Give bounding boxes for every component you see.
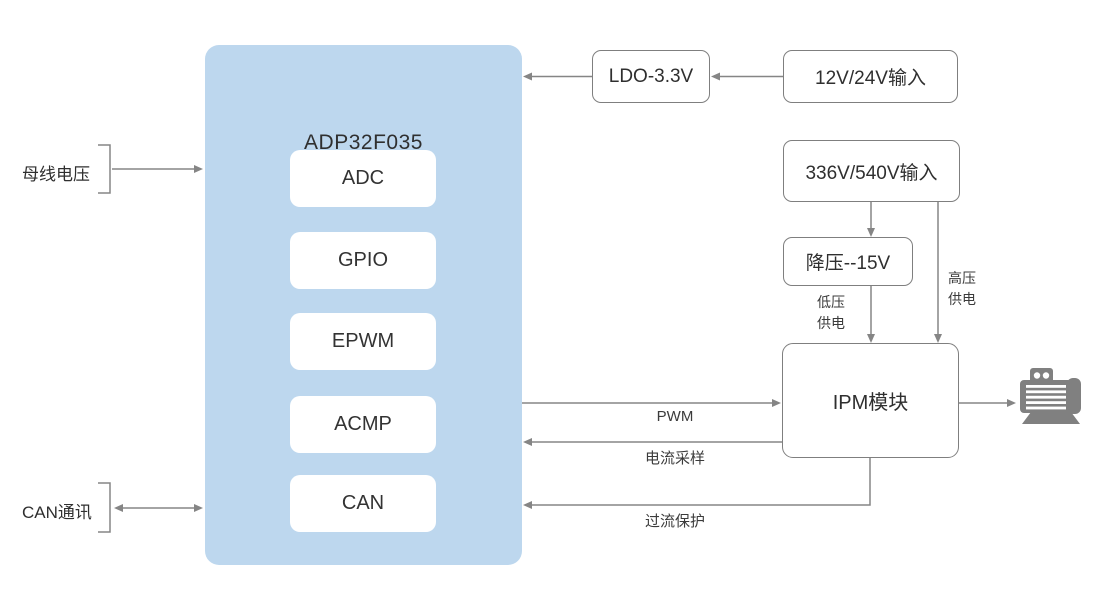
arrow-ldo-to-mcu [523, 72, 592, 81]
peripheral-acmp: ACMP [290, 396, 436, 453]
low-voltage-supply-line2: 供电 [817, 315, 845, 331]
motor-icon [1020, 368, 1081, 424]
bus-voltage-bracket [98, 144, 111, 194]
low-voltage-supply-label: 低压 供电 [817, 292, 845, 334]
arrow-336v-to-buck [867, 202, 875, 237]
peripheral-can: CAN [290, 475, 436, 532]
input-336v-540v-node: 336V/540V输入 [783, 140, 960, 202]
peripheral-epwm: EPWM [290, 313, 436, 370]
input-12v-24v-node: 12V/24V输入 [783, 50, 958, 103]
pwm-label: PWM [656, 408, 694, 425]
buck-converter-node: 降压--15V [783, 237, 913, 286]
mcu-title: ADP32F035 [304, 131, 423, 154]
high-voltage-supply-line2: 供电 [948, 291, 976, 307]
peripheral-gpio: GPIO [290, 232, 436, 289]
high-voltage-supply-label: 高压 供电 [948, 268, 976, 310]
arrow-ipm-to-motor [959, 399, 1016, 407]
ldo-node: LDO-3.3V [592, 50, 710, 103]
can-bracket [98, 482, 111, 533]
high-voltage-supply-line1: 高压 [948, 270, 976, 286]
arrow-pwm [522, 399, 781, 407]
arrow-buck-to-ipm [867, 286, 875, 343]
can-comm-label: CAN通讯 [22, 503, 92, 522]
low-voltage-supply-line1: 低压 [817, 294, 845, 310]
arrow-bus-voltage-to-mcu [112, 165, 203, 173]
arrow-12v-to-ldo [711, 72, 783, 81]
ipm-module-node: IPM模块 [782, 343, 959, 458]
bus-voltage-label: 母线电压 [22, 165, 90, 184]
arrow-336v-to-ipm [934, 202, 942, 343]
arrow-current-sample [523, 438, 782, 446]
arrow-can-bidirectional [114, 504, 203, 512]
overcurrent-protect-label: 过流保护 [644, 513, 705, 530]
current-sample-label: 电流采样 [644, 450, 705, 467]
peripheral-adc: ADC [290, 150, 436, 207]
